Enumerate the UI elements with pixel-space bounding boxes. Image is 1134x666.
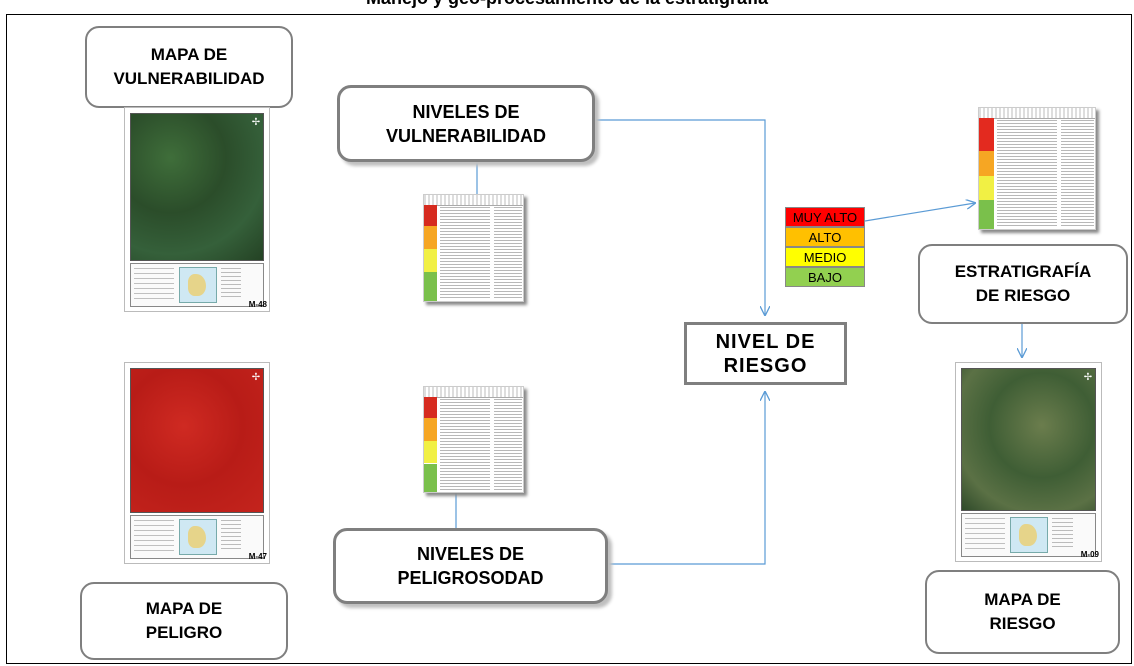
north-arrow-icon: ✢ bbox=[251, 117, 261, 128]
risk-level-scale: MUY ALTO ALTO MEDIO BAJO bbox=[785, 207, 865, 289]
niveles-peligrosidad-box: NIVELES DE PELIGROSODAD bbox=[333, 528, 608, 604]
map-code-label: M-48 bbox=[248, 300, 267, 309]
map-legend bbox=[130, 515, 264, 559]
map-code-label: M-09 bbox=[1080, 550, 1099, 559]
vulnerability-levels-table-image bbox=[423, 194, 524, 302]
risk-map-thumbnail: ✢ M-09 bbox=[955, 362, 1102, 562]
north-arrow-icon: ✢ bbox=[251, 372, 261, 383]
hazard-levels-table-image bbox=[423, 386, 524, 493]
risk-level-muy-alto: MUY ALTO bbox=[785, 207, 865, 227]
risk-map-image bbox=[961, 368, 1096, 511]
nivel-riesgo-box: NIVEL DE RIESGO bbox=[684, 322, 847, 385]
map-legend bbox=[130, 263, 264, 307]
mapa-riesgo-box: MAPA DE RIESGO bbox=[925, 570, 1120, 654]
connector-levels-to-estrat bbox=[864, 203, 975, 222]
connector-peligro-to-riesgo bbox=[608, 392, 765, 565]
niveles-vulnerabilidad-box: NIVELES DE VULNERABILIDAD bbox=[337, 85, 595, 162]
risk-level-alto: ALTO bbox=[785, 227, 865, 247]
risk-level-bajo: BAJO bbox=[785, 267, 865, 287]
mapa-peligro-box: MAPA DE PELIGRO bbox=[80, 582, 288, 660]
hazard-map-image bbox=[130, 368, 264, 513]
map-legend bbox=[961, 513, 1096, 557]
connector-vuln-to-riesgo bbox=[595, 119, 765, 315]
hazard-map-thumbnail: ✢ M-47 bbox=[124, 362, 270, 564]
risk-stratigraphy-table-image bbox=[978, 107, 1096, 230]
estratigrafia-riesgo-box: ESTRATIGRAFÍA DE RIESGO bbox=[918, 244, 1128, 324]
map-code-label: M-47 bbox=[248, 552, 267, 561]
diagram-title: Manejo y geo-procesamiento de la estrati… bbox=[0, 0, 1134, 8]
risk-level-medio: MEDIO bbox=[785, 247, 865, 267]
vulnerability-map-image bbox=[130, 113, 264, 261]
diagram-frame bbox=[6, 14, 1132, 664]
north-arrow-icon: ✢ bbox=[1083, 372, 1093, 383]
mapa-vulnerabilidad-box: MAPA DE VULNERABILIDAD bbox=[85, 26, 293, 108]
vulnerability-map-thumbnail: ✢ M-48 bbox=[124, 107, 270, 312]
